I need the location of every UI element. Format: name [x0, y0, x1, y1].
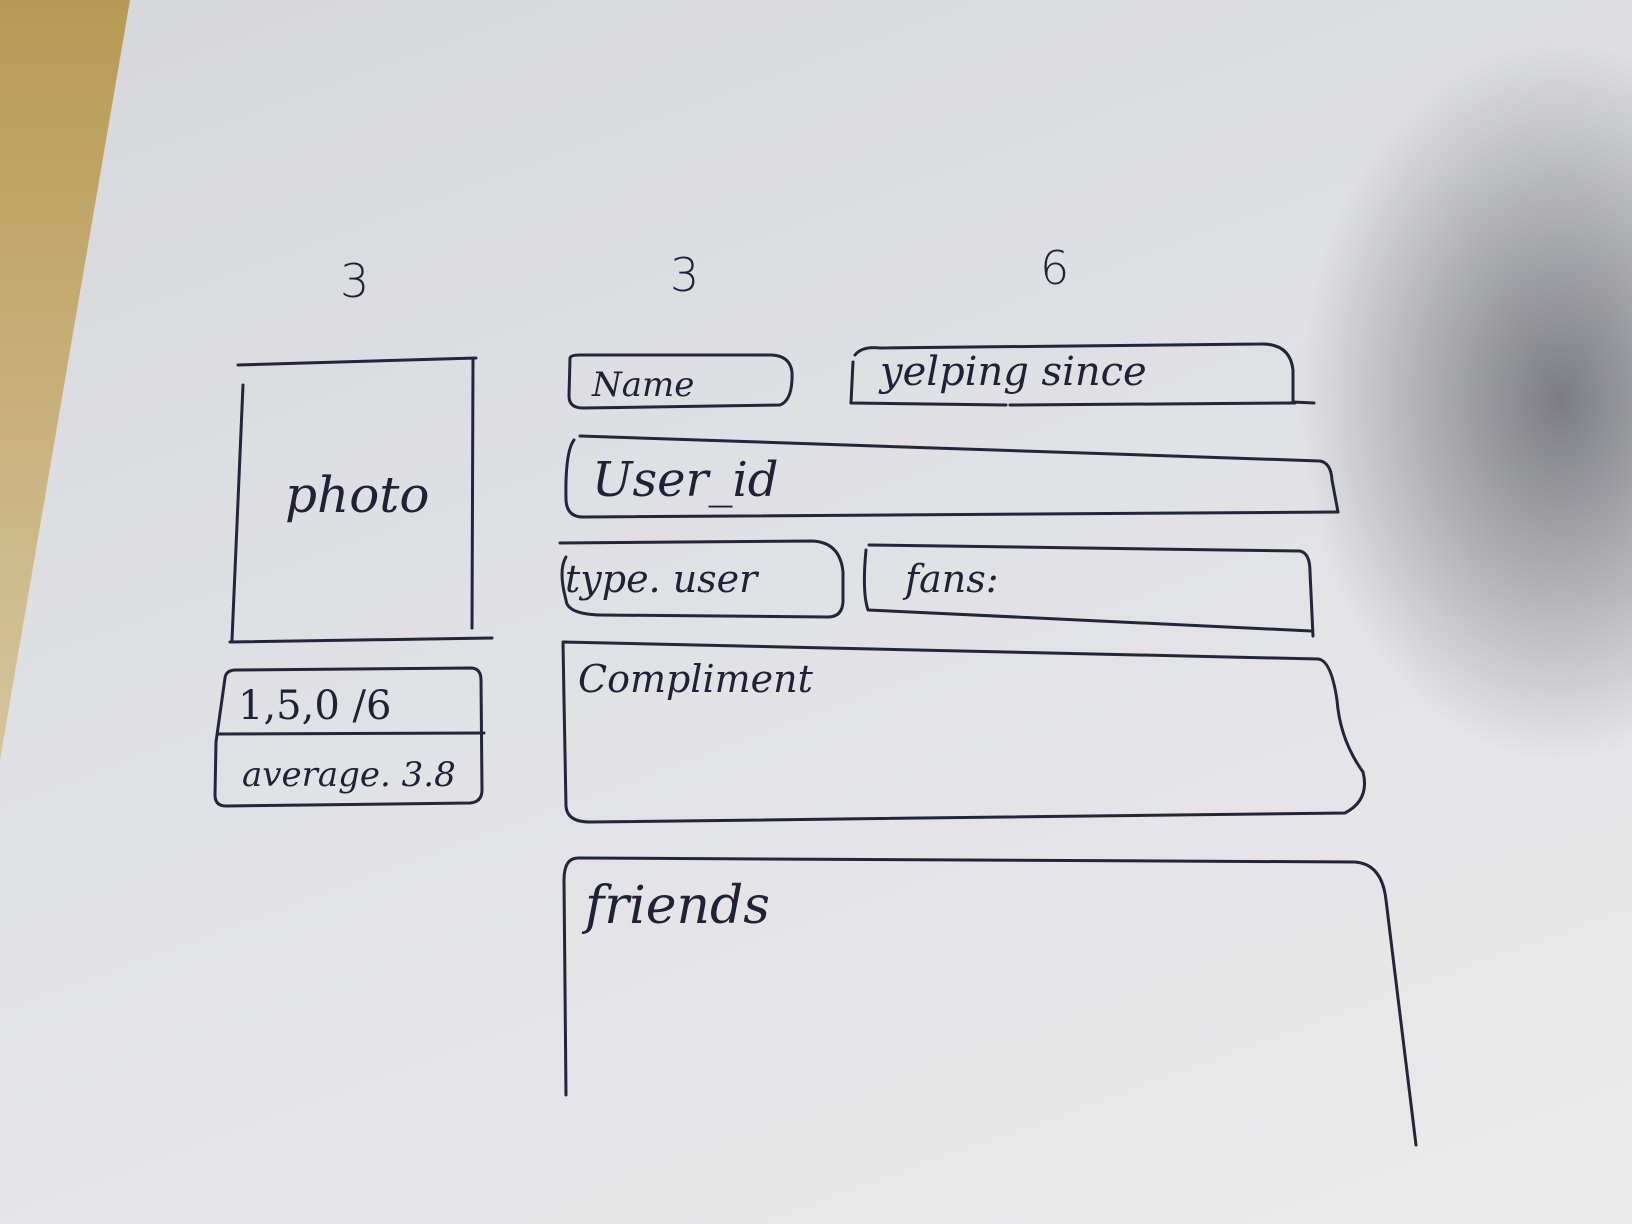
type-box	[558, 539, 845, 619]
name-field: Name	[592, 365, 695, 405]
col2-width-label: 3	[670, 248, 700, 302]
user-id-field: User_id	[592, 452, 779, 508]
type-field: type. user	[565, 557, 758, 601]
compliment-box	[561, 640, 1366, 824]
photo-box	[228, 356, 494, 644]
rating-counts: 1,5,0 /6	[238, 683, 392, 729]
col1-width-label: 3	[340, 254, 370, 308]
fans-box	[862, 543, 1315, 638]
yelping-since-field: yelping since	[880, 349, 1147, 395]
yelping-since-box	[849, 342, 1316, 407]
rating-average: average. 3.8	[242, 755, 456, 795]
col3-width-label: 6	[1040, 241, 1070, 295]
name-box	[567, 353, 794, 410]
fans-field: fans:	[905, 557, 999, 601]
compliment-field: Compliment	[578, 657, 813, 701]
friends-field: friends	[585, 876, 770, 936]
photo-label: photo	[285, 466, 430, 524]
user-id-box	[564, 434, 1340, 519]
friends-box	[562, 856, 1418, 1147]
rating-box	[213, 666, 486, 808]
